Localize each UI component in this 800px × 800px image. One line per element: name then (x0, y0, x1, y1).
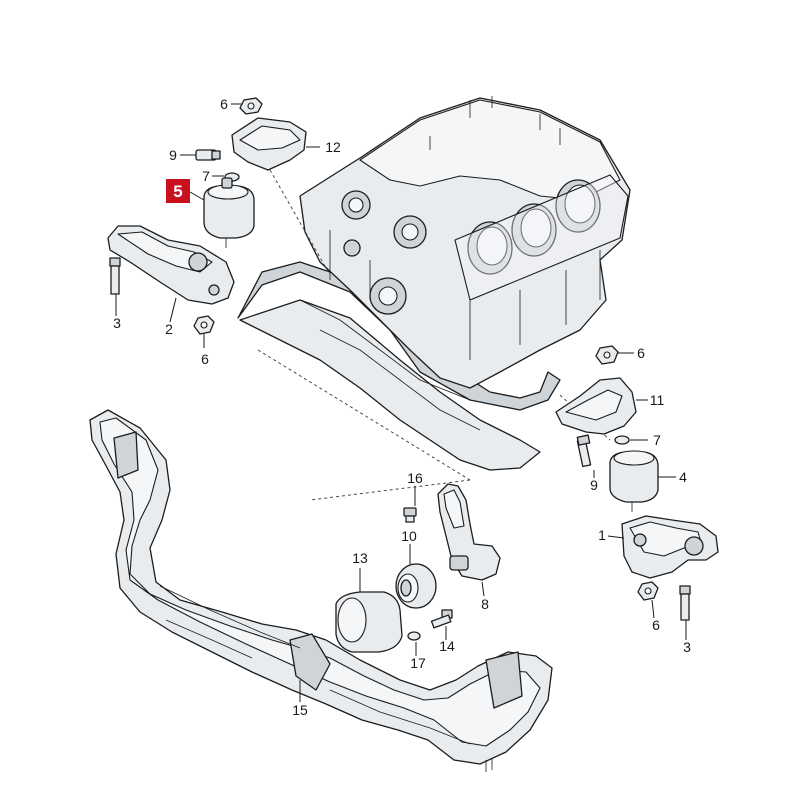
nut-6-left-lower (193, 315, 215, 335)
washer-7-right (614, 435, 630, 445)
callout-bracket-1[interactable]: 1 (598, 527, 606, 543)
callout-nut-6-right-upper[interactable]: 6 (637, 345, 645, 361)
callout-mount-13[interactable]: 13 (352, 550, 368, 566)
highlight-badge-text: 5 (173, 182, 182, 201)
bolt-16 (403, 507, 417, 523)
callout-bracket-11[interactable]: 11 (650, 392, 665, 408)
washer-17 (407, 631, 421, 641)
callout-washer-7-left[interactable]: 7 (202, 168, 210, 184)
bolt-3-right (679, 585, 691, 621)
callout-nut-6-left-lower[interactable]: 6 (201, 351, 209, 367)
mount-13 (335, 591, 403, 653)
highlight-badge (166, 179, 190, 203)
callout-labels: 6 9 12 7 3 2 6 6 11 7 4 9 16 10 1 13 8 1… (113, 96, 691, 718)
bolt-3-left (109, 257, 121, 295)
callout-washer-17[interactable]: 17 (410, 655, 426, 671)
callout-bolt-9-right[interactable]: 9 (590, 477, 598, 493)
bolt-14 (430, 609, 453, 629)
leader-lines (115, 103, 687, 702)
cylinder-bores (467, 179, 601, 275)
nut-6-top (239, 97, 263, 115)
nut-6-right-lower (637, 581, 659, 601)
highlighted-part-label[interactable]: 5 (166, 179, 190, 203)
callout-bracket-12[interactable]: 12 (325, 139, 341, 155)
callout-bracket-2[interactable]: 2 (165, 321, 173, 337)
callout-bolt-16[interactable]: 16 (407, 470, 423, 486)
bushing-10 (395, 563, 437, 609)
engine-mount-5 (203, 177, 255, 248)
left-mount-cluster (107, 97, 307, 335)
transmission-mount-cluster (335, 483, 501, 653)
callout-bolt-3-right[interactable]: 3 (683, 639, 691, 655)
callout-engine-mount-4[interactable]: 4 (679, 469, 687, 485)
callout-bolt-14[interactable]: 14 (439, 638, 455, 654)
callout-washer-7-right[interactable]: 7 (653, 432, 661, 448)
callout-nut-6-right-lower[interactable]: 6 (652, 617, 660, 633)
callout-bracket-8[interactable]: 8 (481, 596, 489, 612)
engine-mount-4 (609, 450, 659, 512)
crossmember-15 (89, 409, 553, 772)
nut-6-right-upper (595, 345, 619, 365)
timing-gears (341, 190, 427, 315)
callout-bushing-10[interactable]: 10 (401, 528, 417, 544)
callout-nut-6-top[interactable]: 6 (220, 96, 228, 112)
right-mount-cluster (555, 345, 719, 621)
callout-bolt-9-left[interactable]: 9 (169, 147, 177, 163)
bolt-9-left (195, 149, 221, 161)
engine-block-illustration (237, 96, 631, 501)
callout-crossmember-15[interactable]: 15 (292, 702, 308, 718)
bolt-9-right (576, 434, 592, 468)
callout-bolt-3-left[interactable]: 3 (113, 315, 121, 331)
